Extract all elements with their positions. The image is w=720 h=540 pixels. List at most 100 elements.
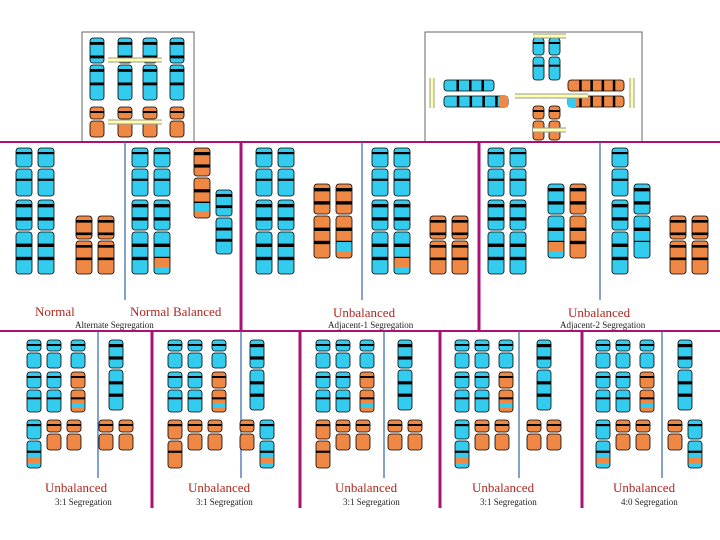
derivative-chromosome bbox=[89, 106, 105, 138]
normal-chromosome bbox=[187, 339, 203, 369]
derivative-chromosome bbox=[667, 419, 683, 451]
derivative-chromosome bbox=[97, 215, 115, 275]
normal-chromosome-horizontal bbox=[443, 95, 509, 108]
derivative-chromosome bbox=[207, 419, 223, 451]
label-unbalanced-adj1: Unbalanced bbox=[333, 305, 396, 320]
normal-chromosome bbox=[687, 419, 703, 469]
normal-chromosome bbox=[498, 339, 514, 369]
label-normal: Normal bbox=[35, 304, 75, 319]
derivative-chromosome bbox=[70, 371, 86, 413]
derivative-chromosome bbox=[387, 419, 403, 451]
normal-chromosome bbox=[335, 339, 351, 369]
normal-chromosome bbox=[611, 147, 629, 197]
normal-chromosome bbox=[142, 37, 158, 101]
normal-chromosome bbox=[26, 419, 42, 469]
label-bottom-sub-5: 4:0 Segregation bbox=[621, 497, 678, 507]
normal-chromosome bbox=[277, 199, 295, 275]
normal-chromosome bbox=[595, 339, 611, 369]
label-bottom-sub-1: 3:1 Segregation bbox=[55, 497, 112, 507]
normal-chromosome bbox=[249, 339, 265, 411]
derivative-chromosome-horizontal bbox=[567, 79, 625, 92]
normal-chromosome bbox=[255, 199, 273, 275]
derivative-chromosome bbox=[75, 215, 93, 275]
normal-chromosome bbox=[615, 371, 631, 413]
normal-chromosome bbox=[26, 339, 42, 369]
derivative-chromosome bbox=[546, 419, 562, 451]
normal-chromosome bbox=[397, 339, 413, 411]
normal-chromosome bbox=[255, 147, 273, 197]
derivative-chromosome bbox=[451, 215, 469, 275]
derivative-chromosome bbox=[691, 215, 709, 275]
normal-chromosome bbox=[211, 339, 227, 369]
derivative-chromosome bbox=[167, 419, 183, 469]
normal-chromosome bbox=[15, 199, 33, 275]
normal-chromosome-horizontal bbox=[443, 79, 495, 92]
normal-chromosome bbox=[371, 199, 389, 275]
normal-chromosome bbox=[187, 371, 203, 413]
normal-chromosome bbox=[633, 183, 651, 259]
normal-chromosome bbox=[509, 199, 527, 275]
label-normal-balanced: Normal Balanced bbox=[130, 304, 222, 319]
pairing-arrows bbox=[108, 33, 635, 133]
normal-chromosome bbox=[454, 339, 470, 369]
derivative-chromosome bbox=[532, 105, 545, 141]
normal-chromosome bbox=[70, 339, 86, 369]
normal-chromosome bbox=[474, 339, 490, 369]
derivative-chromosome bbox=[193, 147, 211, 219]
normal-chromosome bbox=[454, 371, 470, 413]
derivative-chromosome bbox=[407, 419, 423, 451]
normal-chromosome bbox=[46, 371, 62, 413]
derivative-chromosome bbox=[355, 419, 371, 451]
derivative-chromosome bbox=[669, 215, 687, 275]
derivative-chromosome bbox=[548, 105, 561, 141]
normal-chromosome bbox=[89, 37, 105, 101]
derivative-chromosome bbox=[211, 371, 227, 413]
normal-chromosome bbox=[677, 339, 693, 411]
normal-chromosome bbox=[153, 147, 171, 197]
normal-chromosome bbox=[393, 199, 411, 275]
label-bottom-sub-3: 3:1 Segregation bbox=[343, 497, 400, 507]
normal-chromosome bbox=[595, 371, 611, 413]
normal-chromosome bbox=[167, 371, 183, 413]
label-bottom-sub-2: 3:1 Segregation bbox=[196, 497, 253, 507]
normal-chromosome bbox=[315, 371, 331, 413]
derivative-chromosome bbox=[359, 371, 375, 413]
normal-chromosome bbox=[335, 371, 351, 413]
derivative-chromosome bbox=[335, 183, 353, 259]
normal-chromosome bbox=[639, 339, 655, 369]
derivative-chromosome bbox=[526, 419, 542, 451]
normal-chromosome bbox=[259, 419, 275, 469]
derivative-chromosome bbox=[118, 419, 134, 451]
normal-chromosome bbox=[46, 339, 62, 369]
chromosomes bbox=[15, 37, 709, 469]
normal-chromosome bbox=[487, 199, 505, 275]
derivative-chromosome bbox=[98, 419, 114, 451]
normal-chromosome bbox=[547, 183, 565, 259]
normal-chromosome bbox=[131, 147, 149, 197]
normal-chromosome bbox=[215, 189, 233, 255]
normal-chromosome bbox=[359, 339, 375, 369]
normal-chromosome bbox=[37, 199, 55, 275]
normal-chromosome bbox=[509, 147, 527, 197]
normal-chromosome bbox=[454, 419, 470, 469]
derivative-chromosome-horizontal bbox=[567, 95, 625, 108]
label-bottom-sub-4: 3:1 Segregation bbox=[480, 497, 537, 507]
normal-chromosome bbox=[532, 37, 545, 81]
normal-chromosome bbox=[15, 147, 33, 197]
derivative-chromosome bbox=[569, 183, 587, 259]
derivative-chromosome bbox=[117, 106, 133, 138]
normal-chromosome bbox=[371, 147, 389, 197]
derivative-chromosome bbox=[474, 419, 490, 451]
label-bottom-title-2: Unbalanced bbox=[188, 480, 251, 495]
derivative-chromosome bbox=[639, 371, 655, 413]
label-bottom-title-5: Unbalanced bbox=[613, 480, 676, 495]
normal-chromosome bbox=[37, 147, 55, 197]
derivative-chromosome bbox=[187, 419, 203, 451]
normal-chromosome bbox=[153, 199, 171, 275]
normal-chromosome bbox=[474, 371, 490, 413]
normal-chromosome bbox=[536, 339, 552, 411]
normal-chromosome bbox=[108, 339, 124, 411]
derivative-chromosome bbox=[429, 215, 447, 275]
normal-chromosome bbox=[595, 419, 611, 469]
normal-chromosome bbox=[167, 339, 183, 369]
